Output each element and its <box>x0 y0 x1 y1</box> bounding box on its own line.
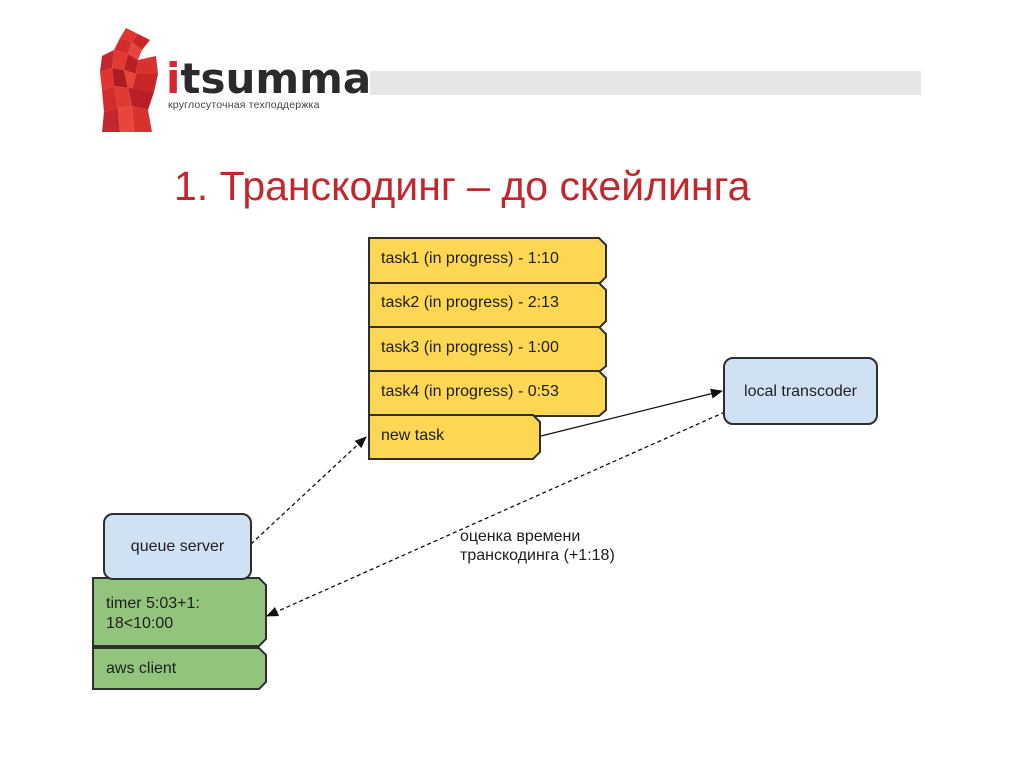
task-label-4: task4 (in progress) - 0:53 <box>381 383 559 400</box>
queue-server-label: queue server <box>130 538 225 555</box>
estimate-annotation: оценка времени транскодинга (+1:18) <box>460 527 615 565</box>
task-label-3: task3 (in progress) - 1:00 <box>381 339 559 356</box>
new-task-label: new task <box>381 427 445 444</box>
timer-box <box>92 577 267 647</box>
brand-rest: tsumma <box>180 54 372 103</box>
estimate-line-2: транскодинга (+1:18) <box>460 547 615 564</box>
arrow-newtask-to-transcoder <box>540 388 723 437</box>
brand-prefix: i <box>166 54 181 103</box>
header-bar <box>370 71 921 95</box>
slide-title: 1. Транскодинг – до скейлинга <box>174 163 751 209</box>
timer-line-2: 18<10:00 <box>106 615 174 632</box>
timer-line-1: timer 5:03+1: <box>106 595 200 612</box>
estimate-line-1: оценка времени <box>460 528 581 545</box>
arrow-queue-to-newtask <box>250 436 367 545</box>
task-label-2: task2 (in progress) - 2:13 <box>381 294 559 311</box>
task-label-1: task1 (in progress) - 1:10 <box>381 250 559 267</box>
itsumma-logo-icon <box>100 28 158 132</box>
queue-server-node: queue server <box>103 513 252 580</box>
local-transcoder-node: local transcoder <box>723 357 878 425</box>
local-transcoder-label: local transcoder <box>744 382 857 400</box>
aws-client-label: aws client <box>106 660 177 677</box>
aws-client-box <box>92 647 267 690</box>
brand-wordmark: itsumma <box>166 58 371 100</box>
new-task-box <box>368 414 541 460</box>
brand-tagline: круглосуточная техподдержка <box>168 99 320 111</box>
timer-label: timer 5:03+1: 18<10:00 <box>106 594 200 634</box>
